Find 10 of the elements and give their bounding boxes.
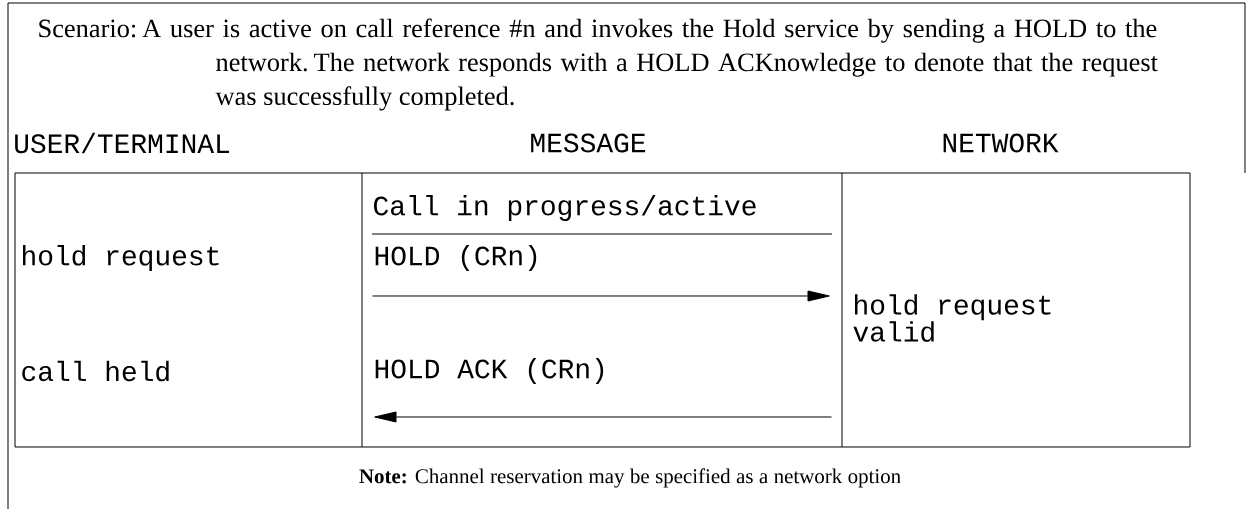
column-header: MESSAGE xyxy=(531,133,646,153)
edge-label: HOLD ACK (CRn) xyxy=(375,358,604,384)
state-label: Call in progress/active xyxy=(374,195,756,221)
table-column: hold request call held xyxy=(14,172,363,448)
table-column: hold request valid xyxy=(841,172,1191,448)
note-text: Note: Channel reservation may be specified as a network option xyxy=(359,468,901,488)
arrow xyxy=(374,411,832,423)
edge-label: HOLD (CRn) xyxy=(375,245,537,271)
scenario-text: Scenario: A user is active on call reference #n and invokes the Hold service by sending a HOLD to the network. The network responds with a HOLD ACKnowledge to denote that the request was successfully completed. xyxy=(39,18,1158,111)
arrow xyxy=(372,290,830,302)
